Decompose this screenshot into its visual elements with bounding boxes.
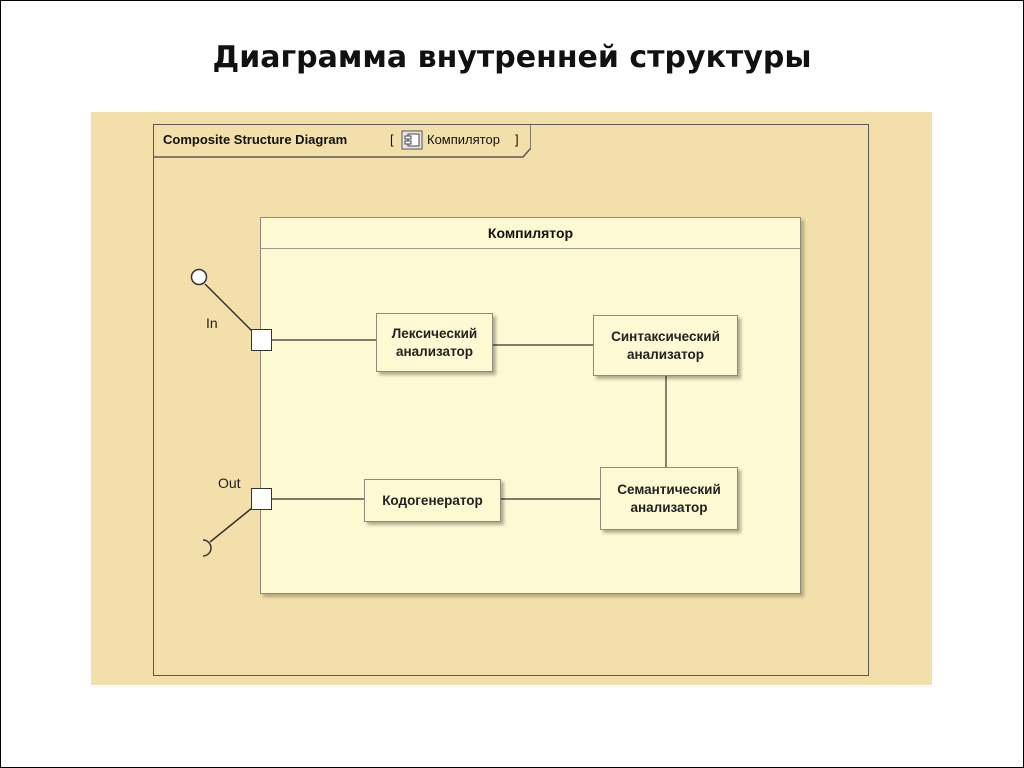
- semantic-part[interactable]: Семантический анализатор: [600, 467, 738, 530]
- frame-tab-outline: [153, 124, 531, 158]
- in-provided-interface-icon: [190, 268, 208, 286]
- slide-title: Диаграмма внутренней структуры: [212, 40, 812, 75]
- diagram-frame-tab: Composite Structure Diagram [ Компилятор…: [153, 124, 531, 158]
- compiler-classifier[interactable]: Компилятор: [260, 217, 801, 594]
- out-port[interactable]: [251, 488, 272, 510]
- component-icon: [401, 130, 423, 150]
- diagram-frame: [153, 124, 869, 676]
- frame-kind-label: Composite Structure Diagram: [163, 132, 348, 147]
- out-interface-link: [209, 507, 253, 543]
- parser-part[interactable]: Синтаксический анализатор: [593, 315, 738, 376]
- frame-open-bracket: [: [390, 132, 394, 147]
- compiler-classifier-name: Компилятор: [261, 218, 800, 249]
- frame-close-bracket: ]: [515, 132, 519, 147]
- in-interface-link: [204, 283, 253, 332]
- in-port-label: In: [206, 315, 218, 331]
- in-port[interactable]: [251, 329, 272, 351]
- frame-context-name: Компилятор: [427, 132, 500, 147]
- out-port-label: Out: [218, 475, 241, 491]
- codegen-part[interactable]: Кодогенератор: [364, 479, 501, 522]
- lexer-part[interactable]: Лексический анализатор: [376, 313, 493, 372]
- out-required-interface-icon: [202, 539, 212, 557]
